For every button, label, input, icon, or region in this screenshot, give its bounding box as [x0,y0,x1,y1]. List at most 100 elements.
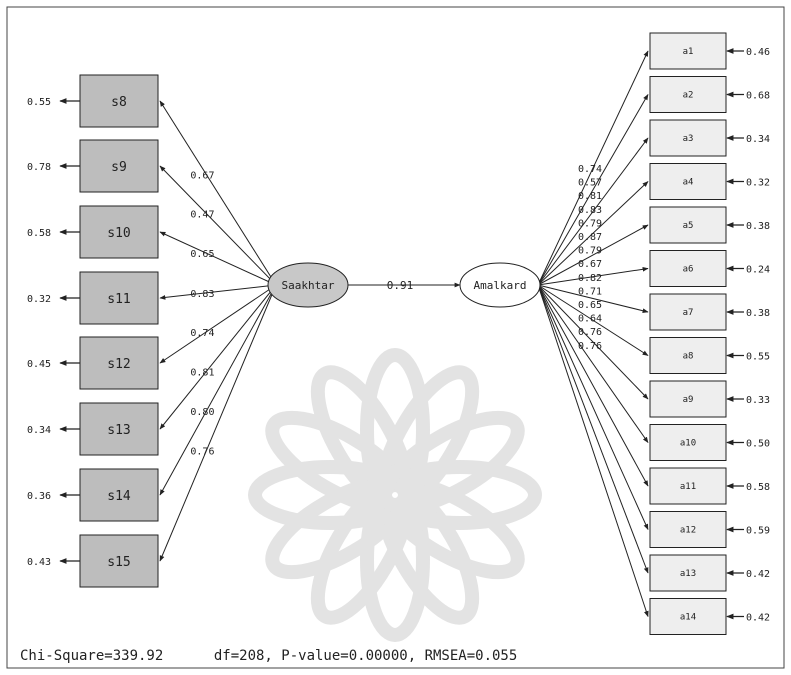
error-value-a6: 0.24 [746,265,770,276]
loading-arrow-a12 [537,284,649,531]
indicator-label-s15: s15 [107,555,130,570]
loading-value-a13: 0.76 [578,327,602,338]
loading-value-s9: 0.47 [190,210,214,221]
indicator-box-a4 [649,163,727,200]
loading-paths [59,48,744,620]
indicator-label-a7: a7 [683,308,694,318]
structural-path-coef: 0.91 [387,279,414,292]
watermark-petal [377,410,525,515]
watermark-center [350,450,440,540]
indicator-label-s8: s8 [111,95,127,110]
indicator-label-a4: a4 [683,178,694,188]
indicator-label-a1: a1 [683,47,694,57]
indicator-box-a6 [649,250,727,287]
loading-arrow-a5 [537,224,649,286]
error-value-a12: 0.59 [746,526,770,537]
loading-arrow-a4 [537,181,649,286]
loading-arrow-s11 [159,284,277,300]
loading-value-s10: 0.65 [190,249,214,260]
error-value-a5: 0.38 [746,221,770,232]
loading-arrow-a11 [537,284,649,487]
error-value-s14: 0.36 [27,491,51,502]
error-value-a13: 0.42 [746,569,770,580]
indicator-label-s11: s11 [107,292,130,307]
indicator-label-a12: a12 [680,526,696,536]
loading-arrow-a13 [537,284,649,574]
loading-value-s15: 0.76 [190,447,214,458]
loading-value-a9: 0.82 [578,273,602,284]
indicator-box-s9 [79,139,159,193]
indicator-label-a14: a14 [680,613,696,623]
error-value-a8: 0.55 [746,352,770,363]
loading-value-a10: 0.71 [578,286,602,297]
loading-arrow-s14 [159,284,277,496]
loading-arrow-s10 [159,231,277,286]
indicator-label-a13: a13 [680,569,696,579]
loading-arrow-s8 [159,100,277,286]
indicator-label-a11: a11 [680,482,696,492]
loading-value-a14: 0.76 [578,341,602,352]
loading-value-a7: 0.79 [578,246,602,257]
indicator-label-s9: s9 [111,160,127,175]
indicator-label-a10: a10 [680,439,696,449]
loading-value-a5: 0.79 [578,218,602,229]
loading-arrow-a2 [537,93,649,286]
loading-value-s8: 0.67 [190,171,214,182]
loading-arrow-a6 [537,266,649,286]
loading-arrow-a14 [537,284,649,618]
indicator-box-a7 [649,293,727,331]
error-value-s11: 0.32 [27,294,51,305]
indicator-box-a12 [649,511,727,548]
indicator-label-a5: a5 [683,221,694,231]
error-value-a9: 0.33 [746,395,770,406]
loading-arrow-a1 [537,50,649,286]
error-value-a3: 0.34 [746,134,770,145]
error-value-s15: 0.43 [27,557,51,568]
indicator-box-a10 [649,424,727,461]
indicator-box-a3 [649,119,727,157]
latent-amalkard [459,262,541,308]
diagram-nodes: 0.91s80.550.67s90.780.47s100.580.65s110.… [27,32,770,635]
error-value-a4: 0.32 [746,178,770,189]
loading-value-s14: 0.80 [190,407,214,418]
indicator-label-s10: s10 [107,226,130,241]
indicator-box-a5 [649,206,727,244]
indicator-box-a8 [649,337,727,374]
loading-value-s13: 0.81 [190,367,214,378]
error-value-a10: 0.50 [746,439,770,450]
loading-value-a3: 0.81 [578,191,602,202]
indicator-label-s13: s13 [107,423,130,438]
indicator-label-s12: s12 [107,357,130,372]
loading-value-s11: 0.83 [190,289,214,300]
indicator-box-s8 [79,74,159,128]
indicator-box-a9 [649,380,727,418]
loading-arrow-s15 [159,284,277,562]
indicator-label-a3: a3 [683,134,694,144]
loading-arrow-a8 [537,284,649,356]
error-value-a7: 0.38 [746,308,770,319]
latent-saakhtar [267,262,349,308]
indicator-box-a13 [649,554,727,592]
indicator-box-a1 [649,32,727,70]
indicator-box-a14 [649,598,727,635]
loading-arrow-s13 [159,284,277,430]
indicator-box-s14 [79,468,159,522]
loading-value-a12: 0.64 [578,314,602,325]
watermark-ornament [248,348,542,642]
latent-saakhtar-label: Saakhtar [282,279,335,292]
loading-value-a2: 0.57 [578,178,602,189]
loading-value-a11: 0.65 [578,300,602,311]
indicator-box-s15 [79,534,159,588]
loading-value-s12: 0.74 [190,328,214,339]
indicator-box-s12 [79,336,159,390]
loading-arrow-s9 [159,165,277,286]
indicator-box-a2 [649,76,727,113]
indicator-box-a11 [649,467,727,505]
indicator-label-a2: a2 [683,91,694,101]
loading-arrow-a7 [537,284,649,314]
loading-arrow-a9 [537,284,649,400]
indicator-label-a6: a6 [683,265,694,275]
latent-amalkard-label: Amalkard [474,279,527,292]
error-value-s12: 0.45 [27,359,51,370]
